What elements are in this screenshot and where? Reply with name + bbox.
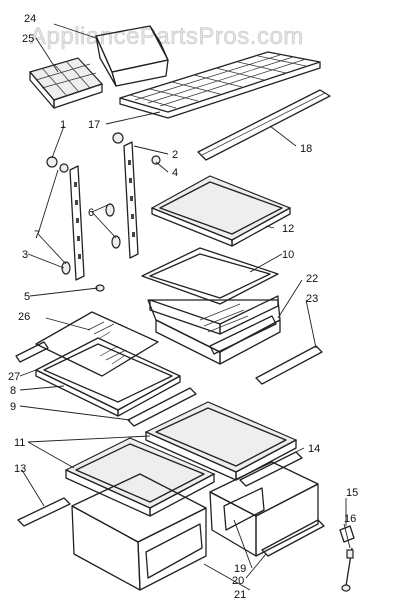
callout-8: 8	[10, 385, 16, 397]
callout-11: 11	[14, 437, 25, 449]
hinge-parts	[339, 525, 355, 592]
callout-10: 10	[282, 249, 294, 261]
callout-20: 20	[232, 575, 244, 587]
callout-23: 23	[306, 293, 318, 305]
callout-19: 19	[234, 563, 246, 575]
crisper-drawer-trim	[255, 345, 323, 385]
callout-6: 6	[88, 207, 94, 219]
callout-3: 3	[22, 249, 28, 261]
shelf-front-trim	[127, 387, 197, 427]
shelf-trim-left	[15, 341, 49, 363]
callout-12: 12	[282, 223, 294, 235]
glass-shelf	[35, 311, 159, 377]
callout-5: 5	[24, 291, 30, 303]
callout-7: 7	[34, 229, 40, 241]
callout-9: 9	[10, 401, 16, 413]
callout-14: 14	[308, 443, 320, 455]
freezer-shelf-trim	[197, 89, 331, 161]
ice-bucket	[95, 25, 169, 87]
callout-13: 13	[14, 463, 26, 475]
ice-cube-tray	[28, 57, 104, 109]
watermark-text: AppliancePartsPros.com	[30, 23, 304, 50]
meat-pan	[141, 247, 279, 335]
callout-1: 1	[60, 119, 66, 131]
crisper-drawer-left	[71, 473, 207, 591]
callout-25: 25	[22, 33, 34, 45]
callout-labels: 24 25 17 18 1 2 4 6 7 12 3 10 22 5 23 26…	[8, 13, 358, 600]
pan-cover-glass	[150, 175, 292, 247]
callout-21: 21	[234, 589, 246, 600]
callout-16: 16	[344, 513, 356, 525]
callout-27: 27	[8, 371, 20, 383]
shelf-ladder-right	[123, 141, 139, 259]
shelf-ladder-left	[69, 165, 85, 281]
callout-18: 18	[300, 143, 312, 155]
pan-cover-trim-left	[17, 497, 71, 527]
callout-22: 22	[306, 273, 318, 285]
crisper-drawer	[147, 299, 281, 365]
callout-4: 4	[172, 167, 178, 179]
shelf-support-clips	[46, 132, 161, 292]
glass-shelf-frame	[35, 337, 181, 417]
callout-17: 17	[88, 119, 100, 131]
callout-2: 2	[172, 149, 178, 161]
pan-cover-left	[64, 437, 216, 517]
freezer-wire-shelf	[119, 51, 321, 119]
leader-lines	[19, 23, 351, 591]
callout-26: 26	[18, 311, 30, 323]
crisper-drawer-right	[209, 461, 319, 557]
pan-cover-trim-right	[239, 451, 303, 487]
callout-15: 15	[346, 487, 358, 499]
callout-24: 24	[24, 13, 36, 25]
